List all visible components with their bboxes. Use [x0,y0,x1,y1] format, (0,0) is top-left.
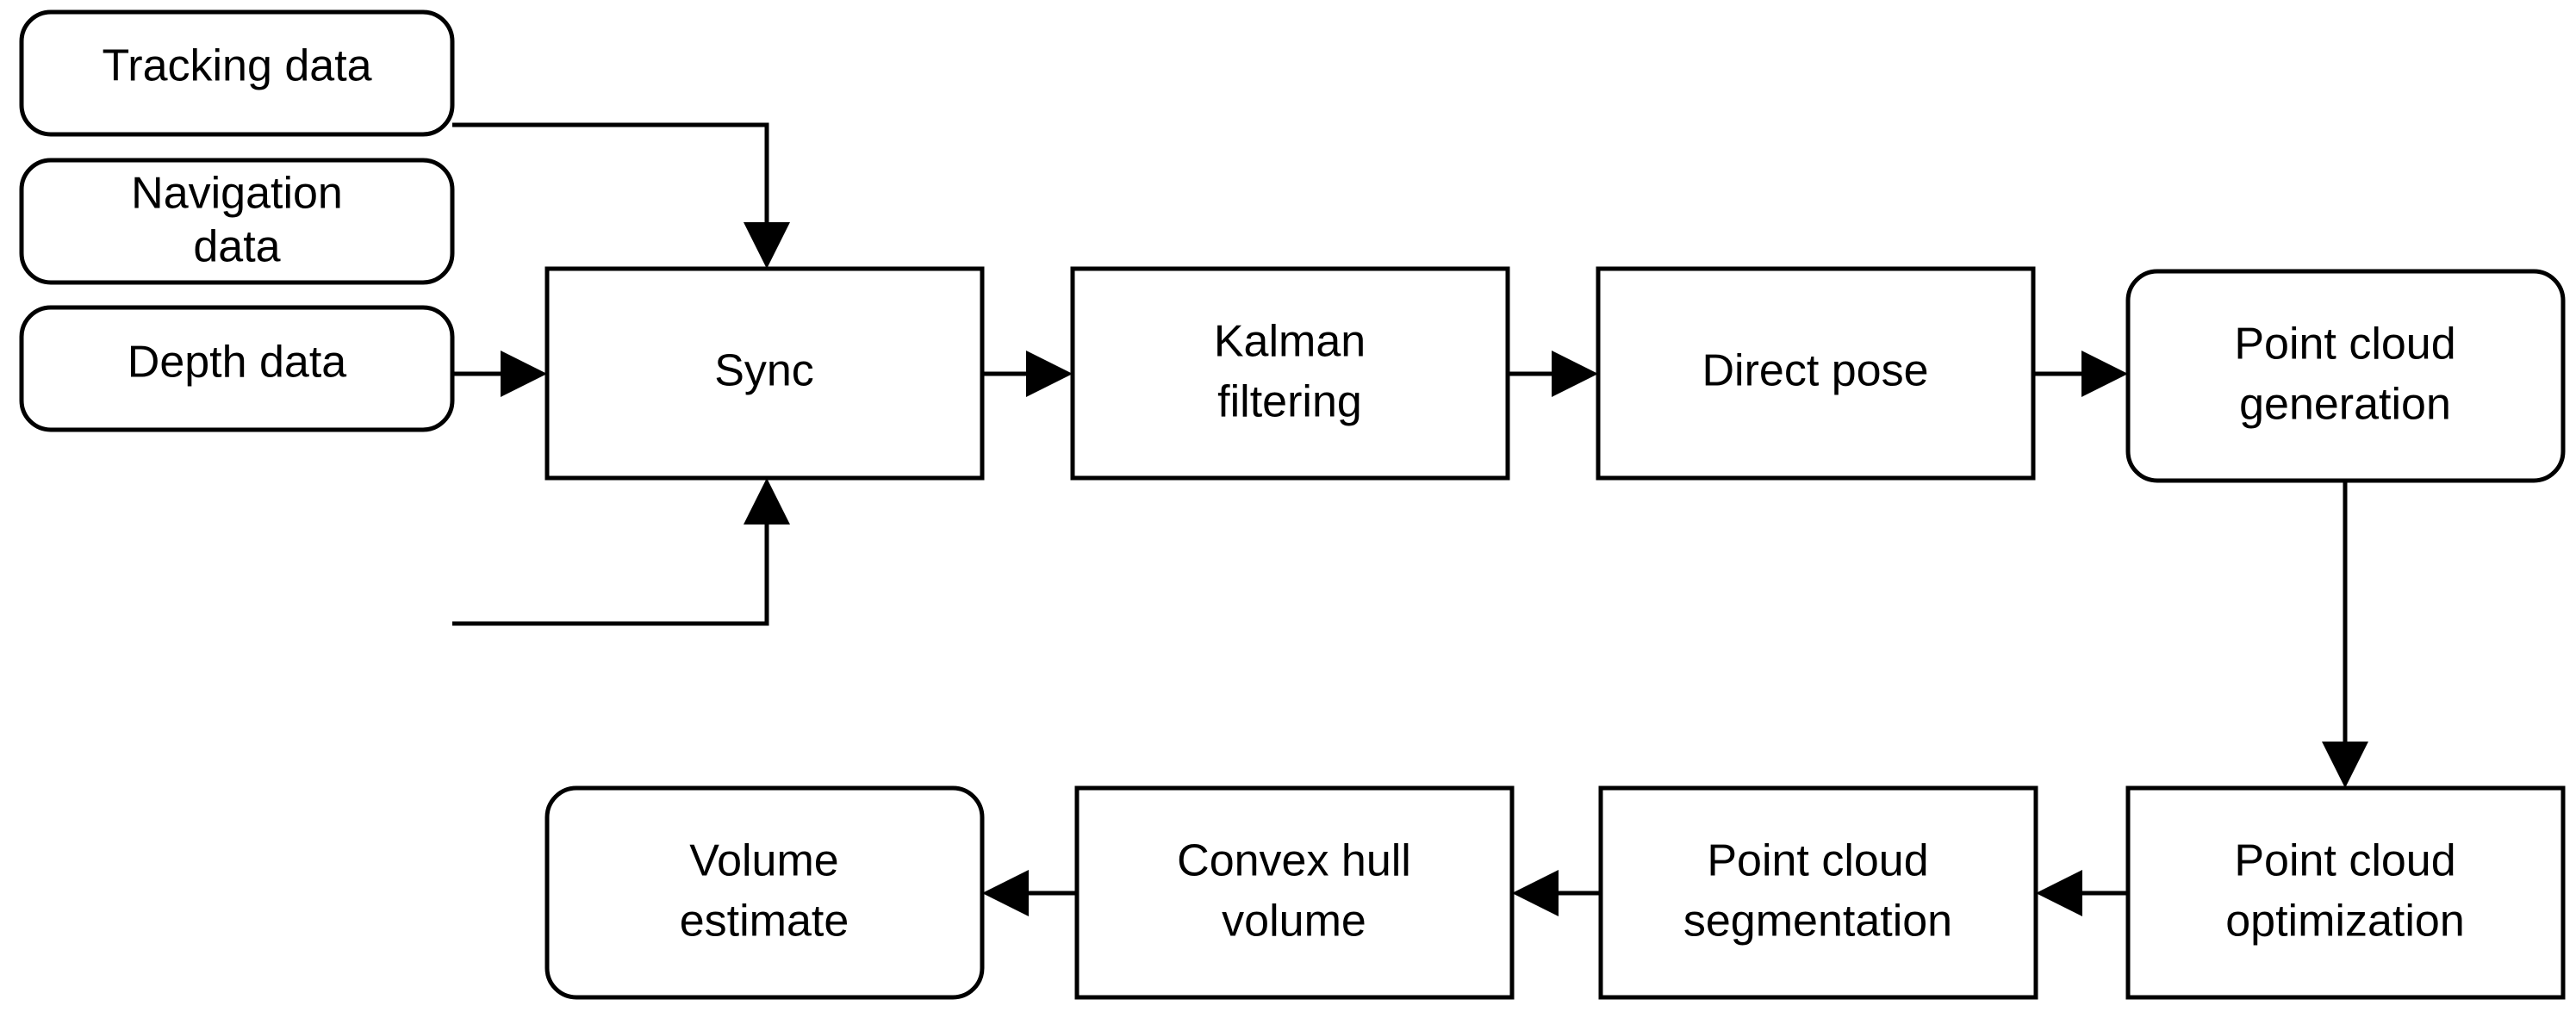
node-sync-shape[interactable] [544,266,985,481]
node-navigation-data[interactable]: Navigation data [19,158,455,285]
edge-kalman-to-direct-pose-arrowhead [1552,351,1598,397]
edge-point-cloud-generation-to-optimization [2322,481,2368,788]
node-volume-estimate-shape[interactable] [544,785,985,1000]
node-point-cloud-generation-label-line2: generation [2239,380,2451,430]
edge-point-cloud-generation-to-optimization-arrowhead [2322,742,2368,788]
edge-sync-to-kalman [982,351,1073,397]
edge-kalman-to-direct-pose [1508,351,1598,397]
node-point-cloud-generation-label-line1: Point cloud [2234,320,2455,369]
node-direct-pose-label: Direct pose [1702,346,1929,396]
node-convex-hull-volume-shape[interactable] [1074,785,1515,1000]
node-kalman-filtering-label-line1: Kalman [1214,317,1366,367]
edge-segmentation-to-convex-hull [1512,870,1601,916]
edge-convex-hull-to-volume-estimate [982,870,1077,916]
node-convex-hull-volume[interactable]: Convex hull volume [1074,785,1515,1000]
edge-tracking-to-sync [452,122,790,269]
node-convex-hull-volume-label-line2: volume [1222,897,1366,947]
node-direct-pose-shape[interactable] [1596,266,2036,481]
edge-direct-pose-to-point-cloud-generation-arrowhead [2081,351,2128,397]
node-point-cloud-segmentation-label-line1: Point cloud [1707,836,1928,886]
edge-optimization-to-segmentation-arrowhead [2036,870,2082,916]
edge-tracking-to-sync-arrowhead [744,222,790,269]
node-depth-data[interactable]: Depth data [19,305,455,432]
node-tracking-data-shape[interactable] [19,9,455,137]
node-volume-estimate[interactable]: Volume estimate [544,785,985,1000]
node-volume-estimate-label-line2: estimate [680,897,849,947]
node-kalman-filtering-label-line2: filtering [1217,377,1362,427]
node-point-cloud-segmentation-shape[interactable] [1598,785,2038,1000]
node-point-cloud-optimization-label-line2: optimization [2225,897,2464,947]
node-convex-hull-volume-label-line1: Convex hull [1177,836,1411,886]
node-sync-label: Sync [714,346,814,396]
edge-segmentation-to-convex-hull-arrowhead [1512,870,1559,916]
node-point-cloud-optimization-shape[interactable] [2125,785,2566,1000]
node-point-cloud-generation[interactable]: Point cloud generation [2125,269,2566,483]
node-kalman-filtering[interactable]: Kalman filtering [1070,266,1510,481]
edge-convex-hull-to-volume-estimate-arrowhead [982,870,1029,916]
node-point-cloud-segmentation[interactable]: Point cloud segmentation [1598,785,2038,1000]
node-point-cloud-generation-shape[interactable] [2125,269,2566,483]
node-navigation-data-shape[interactable] [19,158,455,285]
node-volume-estimate-label-line1: Volume [689,836,838,886]
node-point-cloud-optimization[interactable]: Point cloud optimization [2125,785,2566,1000]
node-tracking-data-label: Tracking data [102,41,371,91]
node-sync[interactable]: Sync [544,266,985,481]
edge-depth-to-sync-line [452,504,769,626]
node-point-cloud-segmentation-label-line2: segmentation [1683,897,1952,947]
node-navigation-data-label-line1: Navigation [131,169,343,219]
edge-tracking-to-sync-line [452,122,769,243]
edge-direct-pose-to-point-cloud-generation [2033,351,2128,397]
edge-optimization-to-segmentation [2036,870,2128,916]
edge-navigation-to-sync [452,351,547,397]
node-point-cloud-optimization-label-line1: Point cloud [2234,836,2455,886]
edge-sync-to-kalman-arrowhead [1026,351,1073,397]
node-direct-pose[interactable]: Direct pose [1596,266,2036,481]
edge-navigation-to-sync-arrowhead [501,351,547,397]
node-tracking-data[interactable]: Tracking data [19,9,455,137]
node-depth-data-shape[interactable] [19,305,455,432]
edge-depth-to-sync [452,478,790,626]
node-navigation-data-label-line2: data [193,222,280,272]
edge-depth-to-sync-arrowhead [744,478,790,525]
node-depth-data-label: Depth data [128,338,346,388]
node-kalman-filtering-shape[interactable] [1070,266,1510,481]
